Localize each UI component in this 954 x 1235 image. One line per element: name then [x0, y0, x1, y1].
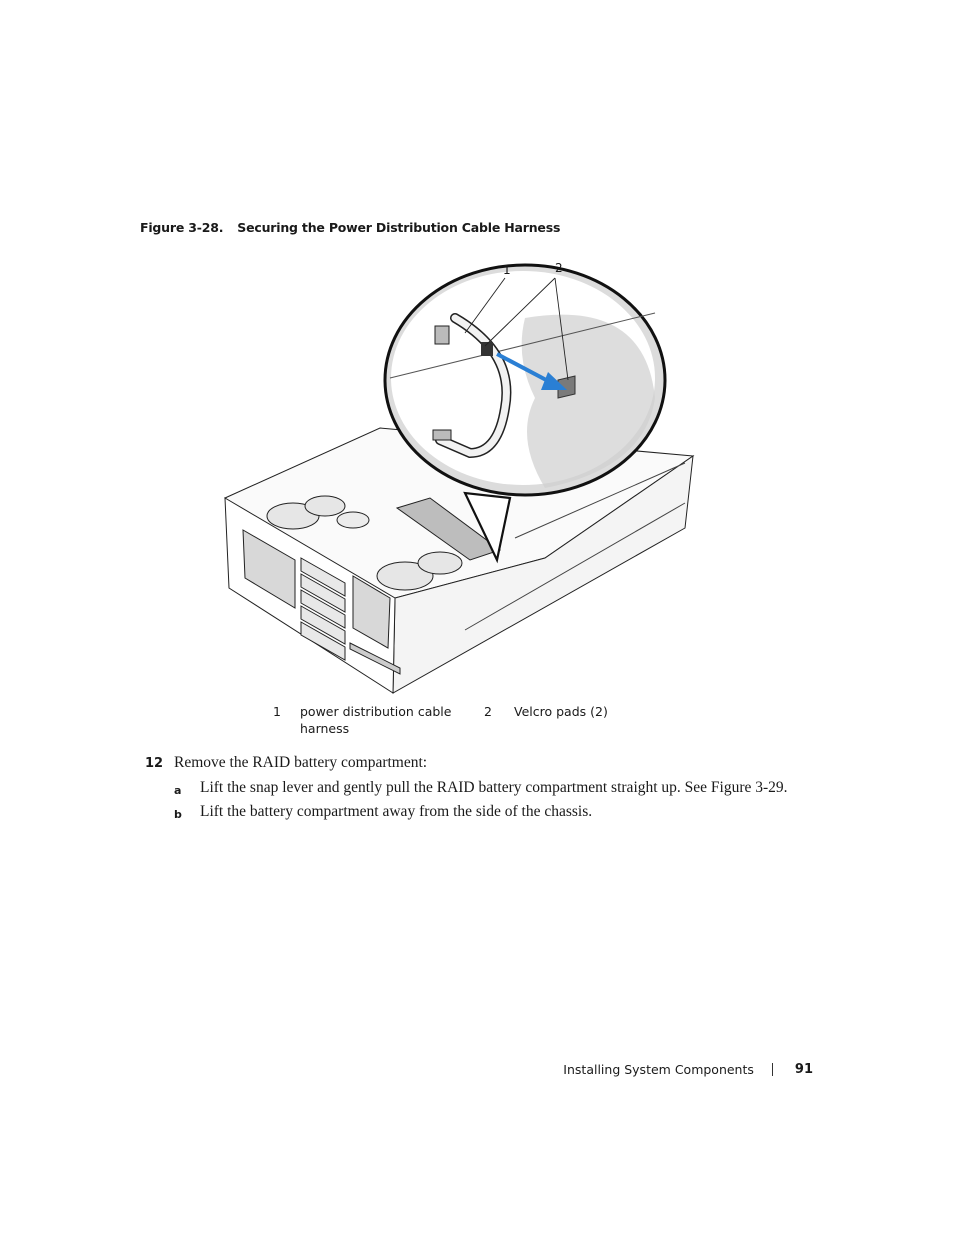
- substep-text-b: Lift the battery compartment away from t…: [200, 803, 593, 820]
- step-number: 12: [145, 756, 164, 771]
- magnified-detail: [383, 263, 667, 564]
- substep-letter-a: a: [174, 784, 182, 797]
- footer-section-title: Installing System Components: [563, 1062, 754, 1077]
- leader-line-2b: [554, 277, 569, 381]
- callout-label-1: 1: [503, 263, 511, 277]
- legend-num: 1: [273, 704, 281, 719]
- server-illustration: 1 2: [224, 261, 695, 694]
- figure-number: Figure 3-28.: [140, 220, 224, 235]
- velcro-pad-chassis: [557, 375, 576, 399]
- legend-text-cont: harness: [300, 721, 350, 736]
- legend-text: power distribution cable: [300, 704, 452, 719]
- callout-pointer: [463, 491, 512, 564]
- substep-letter-b: b: [174, 808, 182, 821]
- front-panel-left: [242, 529, 296, 609]
- drive-bays: [300, 557, 346, 661]
- legend-num: 2: [484, 704, 492, 719]
- page-footer: Installing System Components 91: [563, 1062, 813, 1077]
- leader-line-2a: [484, 277, 556, 347]
- step-text: Remove the RAID battery compartment:: [174, 754, 428, 771]
- fan-assembly: [266, 495, 463, 591]
- figure-title: Securing the Power Distribution Cable Ha…: [237, 220, 561, 235]
- callout-label-2: 2: [555, 261, 563, 275]
- figure-caption: Figure 3-28. Securing the Power Distribut…: [140, 220, 560, 235]
- optical-drive: [349, 642, 401, 675]
- direction-arrow: [541, 372, 567, 390]
- footer-separator: [771, 1063, 773, 1076]
- page-number: 91: [794, 1062, 813, 1077]
- leader-line-1: [464, 277, 506, 334]
- front-panel-right: [352, 575, 391, 649]
- substep-text-a: Lift the snap lever and gently pull the …: [200, 779, 788, 796]
- velcro-pad-cable: [481, 342, 493, 356]
- legend-text: Velcro pads (2): [514, 704, 608, 719]
